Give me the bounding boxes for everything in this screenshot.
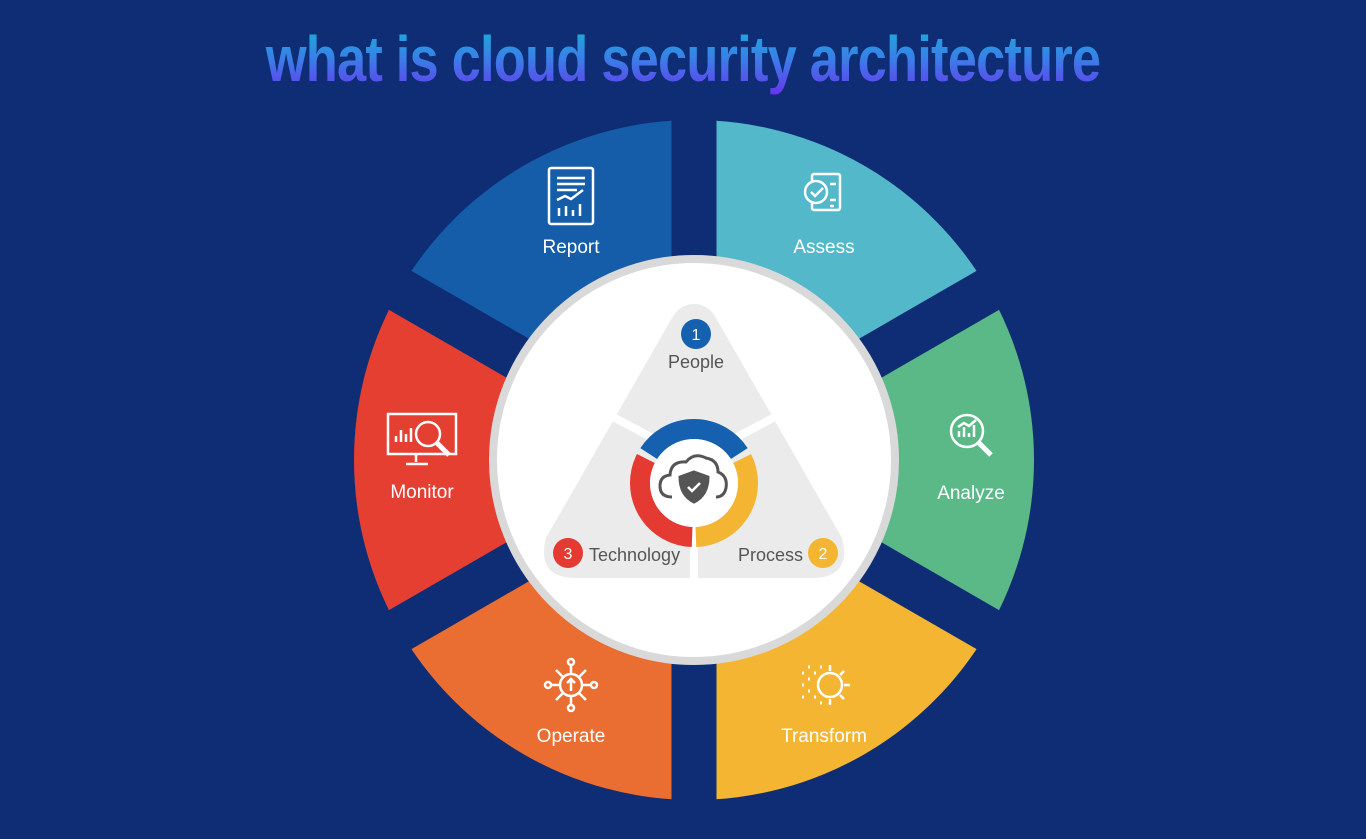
pillar-label-process: Process (738, 545, 803, 565)
segment-label: Report (542, 237, 600, 258)
pillar-label-technology: Technology (589, 545, 680, 565)
magnifier-chart-icon (949, 413, 993, 457)
segment-label: Transform (781, 726, 867, 747)
pillar-number: 2 (819, 546, 828, 563)
network-arrows-icon (543, 657, 599, 713)
document-check-icon (803, 172, 842, 212)
monitor-search-icon (386, 412, 458, 466)
segment-label: Operate (537, 726, 606, 747)
process-ring-arc (695, 453, 758, 547)
pillar-number-badge (808, 538, 838, 568)
segment-label: Analyze (937, 483, 1005, 504)
technology-ring-arc (630, 453, 693, 547)
pillar-number: 1 (692, 327, 701, 344)
people-ring-arc (640, 419, 748, 460)
pillar-number: 3 (564, 546, 573, 563)
report-chart-icon (547, 166, 595, 226)
pillar-number-badge (681, 319, 711, 349)
gear-dots-icon (802, 665, 850, 705)
segment-label: Assess (793, 237, 854, 258)
pillar-label-people: People (668, 352, 724, 372)
cloud-shield-check-icon (658, 454, 728, 504)
segment-label: Monitor (390, 482, 454, 503)
pillar-number-badge (553, 538, 583, 568)
page-title: what is cloud security architecture (123, 22, 1243, 96)
